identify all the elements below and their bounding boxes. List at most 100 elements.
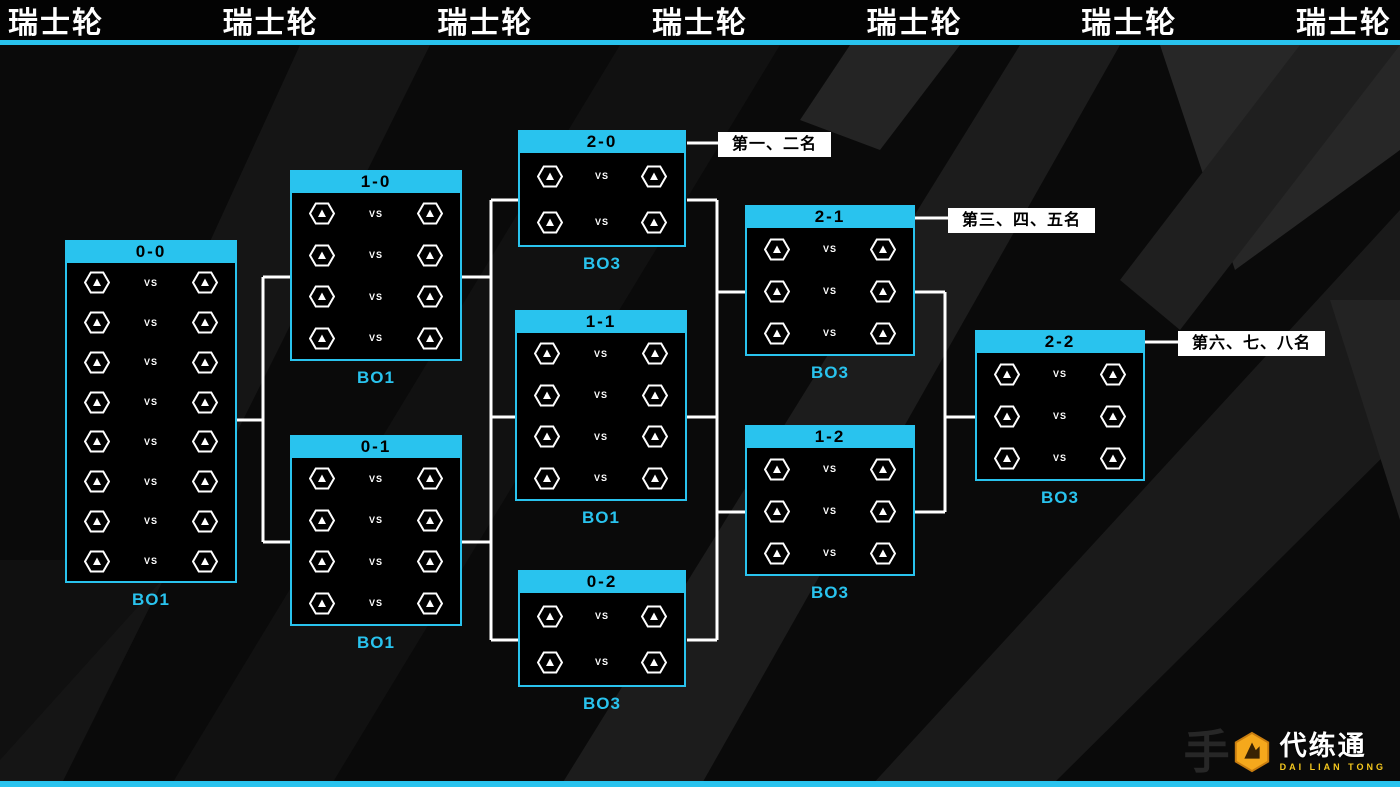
vs-label: VS <box>594 217 609 227</box>
team-hex-icon <box>84 351 110 374</box>
match-row: VS <box>67 430 235 453</box>
vs-label: VS <box>368 473 383 484</box>
bracket-body: VS VS <box>518 593 686 687</box>
match-row: VS <box>520 165 684 188</box>
team-hex-icon <box>869 458 896 481</box>
team-hex-icon <box>191 510 218 533</box>
vs-label: VS <box>593 348 608 359</box>
bracket-body: VS VS VS <box>515 333 687 501</box>
bracket-box-2-2: 2-2 VS VS <box>975 330 1145 508</box>
team-hex-icon <box>191 271 218 294</box>
bracket-box-0-1: 0-1 VS VS <box>290 435 462 653</box>
vs-label: VS <box>1052 369 1067 379</box>
vs-label: VS <box>822 244 837 254</box>
team-hex-icon <box>994 447 1020 470</box>
team-hex-icon <box>534 384 560 407</box>
team-hex-icon <box>191 391 218 414</box>
team-hex-icon <box>764 280 790 303</box>
match-row: VS <box>747 500 913 523</box>
team-hex-icon <box>537 605 563 628</box>
team-hex-icon <box>84 470 110 493</box>
bracket-format-label: BO3 <box>811 583 849 602</box>
bracket-body: VS VS VS <box>290 458 462 626</box>
top-accent-strip <box>0 40 1400 45</box>
team-hex-icon <box>869 280 896 303</box>
bracket-box-2-0: 2-0 VS VS <box>518 130 686 274</box>
match-row: VS <box>747 542 913 565</box>
team-hex-icon <box>537 651 563 674</box>
bracket-format-label: BO3 <box>583 694 621 713</box>
bracket-score: 2-2 <box>975 330 1145 353</box>
match-row: VS <box>747 238 913 261</box>
bracket-format-label: BO1 <box>132 590 170 609</box>
dailiantong-logo-icon <box>1231 731 1273 773</box>
team-hex-icon <box>764 500 790 523</box>
team-hex-icon <box>84 430 110 453</box>
banner-title: 瑞士轮 <box>866 7 963 40</box>
vs-label: VS <box>594 657 609 667</box>
team-hex-icon <box>537 211 563 234</box>
team-hex-icon <box>537 165 563 188</box>
team-hex-icon <box>309 550 335 573</box>
vs-label: VS <box>143 556 158 567</box>
team-hex-icon <box>994 363 1020 386</box>
vs-label: VS <box>594 611 609 621</box>
vs-label: VS <box>368 333 383 344</box>
team-hex-icon <box>764 238 790 261</box>
team-hex-icon <box>416 467 443 490</box>
team-hex-icon <box>869 542 896 565</box>
bracket-box-1-1: 1-1 VS VS <box>515 310 687 528</box>
team-hex-icon <box>640 605 667 628</box>
vs-label: VS <box>822 548 837 558</box>
vs-label: VS <box>368 291 383 302</box>
vs-label: VS <box>593 473 608 484</box>
bracket-format-label: BO3 <box>1041 488 1079 507</box>
match-row: VS <box>67 271 235 294</box>
team-hex-icon <box>416 509 443 532</box>
match-row: VS <box>747 322 913 345</box>
bracket-box-1-0: 1-0 VS VS <box>290 170 462 388</box>
bracket-score: 2-0 <box>518 130 686 153</box>
banner-title: 瑞士轮 <box>1081 7 1178 40</box>
banner-title: 瑞士轮 <box>8 7 104 40</box>
team-hex-icon <box>869 238 896 261</box>
vs-label: VS <box>1052 411 1067 421</box>
team-hex-icon <box>1099 363 1126 386</box>
watermark-subtitle: DAI LIAN TONG <box>1279 761 1386 772</box>
team-hex-icon <box>869 500 896 523</box>
team-hex-icon <box>309 592 335 615</box>
team-hex-icon <box>191 351 218 374</box>
vs-label: VS <box>143 357 158 368</box>
team-hex-icon <box>309 202 335 225</box>
team-hex-icon <box>640 211 667 234</box>
team-hex-icon <box>416 285 443 308</box>
match-row: VS <box>977 405 1143 428</box>
bracket-format-label: BO3 <box>583 254 621 273</box>
match-row: VS <box>977 363 1143 386</box>
team-hex-icon <box>416 550 443 573</box>
vs-label: VS <box>1052 453 1067 463</box>
bracket-score: 0-0 <box>65 240 237 263</box>
vs-label: VS <box>143 277 158 288</box>
match-row: VS <box>292 467 460 490</box>
vs-label: VS <box>143 397 158 408</box>
team-hex-icon <box>641 425 668 448</box>
vs-label: VS <box>822 464 837 474</box>
team-hex-icon <box>84 311 110 334</box>
banner-title: 瑞士轮 <box>437 7 534 40</box>
vs-label: VS <box>143 516 158 527</box>
banner-title: 瑞士轮 <box>222 7 319 40</box>
bracket-score: 0-1 <box>290 435 462 458</box>
match-row: VS <box>517 467 685 490</box>
team-hex-icon <box>869 322 896 345</box>
team-hex-icon <box>84 510 110 533</box>
bracket-body: VS VS <box>518 153 686 247</box>
match-row: VS <box>292 327 460 350</box>
team-hex-icon <box>640 651 667 674</box>
match-row: VS <box>517 425 685 448</box>
qualification-label-3-5: 第三、四、五名 <box>948 208 1096 233</box>
team-hex-icon <box>416 244 443 267</box>
match-row: VS <box>292 509 460 532</box>
qualification-label-1-2: 第一、二名 <box>718 132 832 157</box>
